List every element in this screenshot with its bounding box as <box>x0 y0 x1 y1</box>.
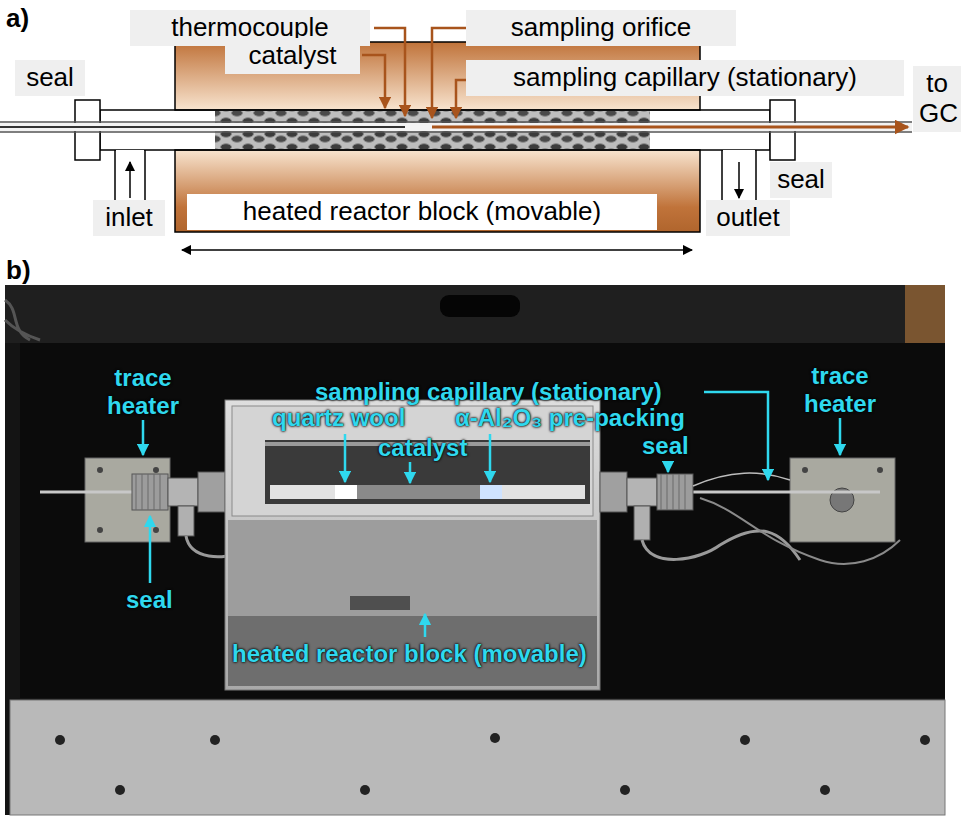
part-label: outlet <box>706 200 790 236</box>
reactor-photo <box>5 285 945 815</box>
photo-label: trace heater <box>88 364 198 419</box>
photo-label: catalyst <box>378 434 467 462</box>
photo-label: heated reactor block (movable) <box>232 640 587 668</box>
part-label: sampling orifice <box>466 10 736 46</box>
part-label: heated reactor block (movable) <box>187 194 657 230</box>
part-label: to GC <box>913 66 961 132</box>
part-label: seal <box>15 60 85 96</box>
schematic <box>0 28 912 250</box>
part-label: sampling capillary (stationary) <box>466 60 904 96</box>
part-label: catalyst <box>225 38 360 74</box>
photo-label: sampling capillary (stationary) <box>315 378 662 406</box>
photo-label: α-Al₂O₃ pre-packing <box>455 404 685 432</box>
part-label: inlet <box>93 200 165 236</box>
panel-label: a) <box>6 4 29 34</box>
photo-label: seal <box>126 586 173 614</box>
photo-label: seal <box>642 432 689 460</box>
panel-label: b) <box>6 256 31 286</box>
photo-label: quartz wool <box>272 404 405 432</box>
part-label: seal <box>770 162 832 198</box>
photo-label: trace heater <box>785 362 895 417</box>
